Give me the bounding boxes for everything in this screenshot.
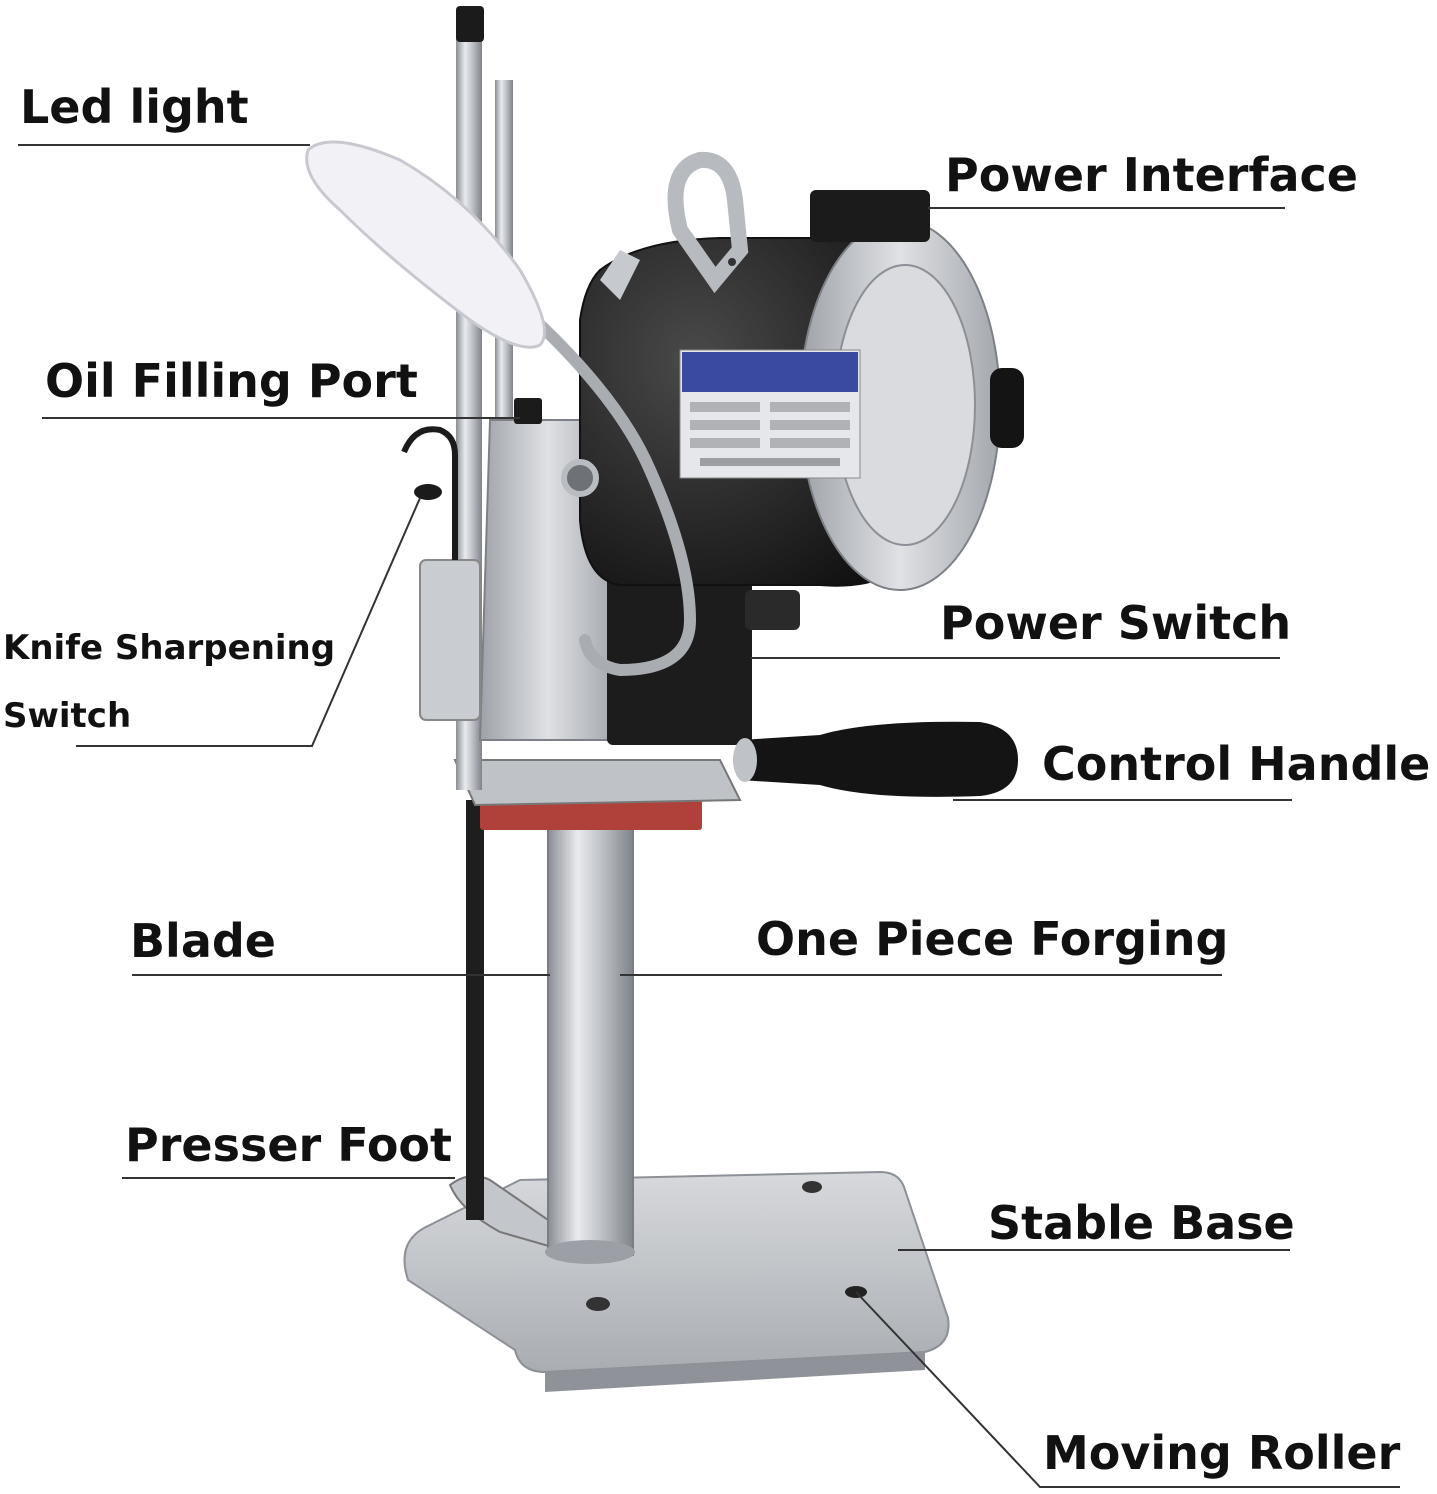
- knife-sharpening-hook: [401, 426, 458, 560]
- lifting-ring: [667, 151, 749, 294]
- label-one-piece-forging: One Piece Forging: [756, 912, 1229, 966]
- base-hole-1: [802, 1181, 822, 1193]
- leader-knife-sharpening: [76, 497, 421, 747]
- leader-moving-roller: [855, 1291, 1400, 1488]
- label-control-handle: Control Handle: [1042, 737, 1431, 791]
- blade-shape: [466, 800, 484, 1220]
- oil-filling-port: [514, 398, 542, 424]
- label-power-switch: Power Switch: [940, 596, 1292, 650]
- label-knife-sharpening-line1: Knife Sharpening: [3, 628, 336, 668]
- rod-cap: [456, 6, 484, 42]
- label-power-interface: Power Interface: [945, 148, 1358, 202]
- label-presser-foot: Presser Foot: [125, 1118, 453, 1172]
- gearbox-block: [607, 575, 752, 745]
- column-shape: [547, 814, 634, 1256]
- led-gooseneck: [529, 314, 697, 677]
- label-oil-filling-port: Oil Filling Port: [45, 354, 418, 408]
- motor-nameplate: [679, 349, 861, 479]
- red-plate-shape: [480, 800, 702, 830]
- power-interface-plug: [810, 190, 930, 242]
- label-moving-roller: Moving Roller: [1043, 1426, 1401, 1480]
- leader-lines: [18, 144, 1400, 1488]
- label-blade: Blade: [130, 914, 276, 968]
- led-light-shape: [305, 140, 546, 349]
- control-handle-shape: [740, 721, 1018, 797]
- label-knife-sharpening-line2: Switch: [3, 696, 132, 736]
- label-led-light: Led light: [20, 80, 249, 134]
- label-stable-base: Stable Base: [988, 1196, 1295, 1250]
- base-hole-2: [586, 1297, 610, 1311]
